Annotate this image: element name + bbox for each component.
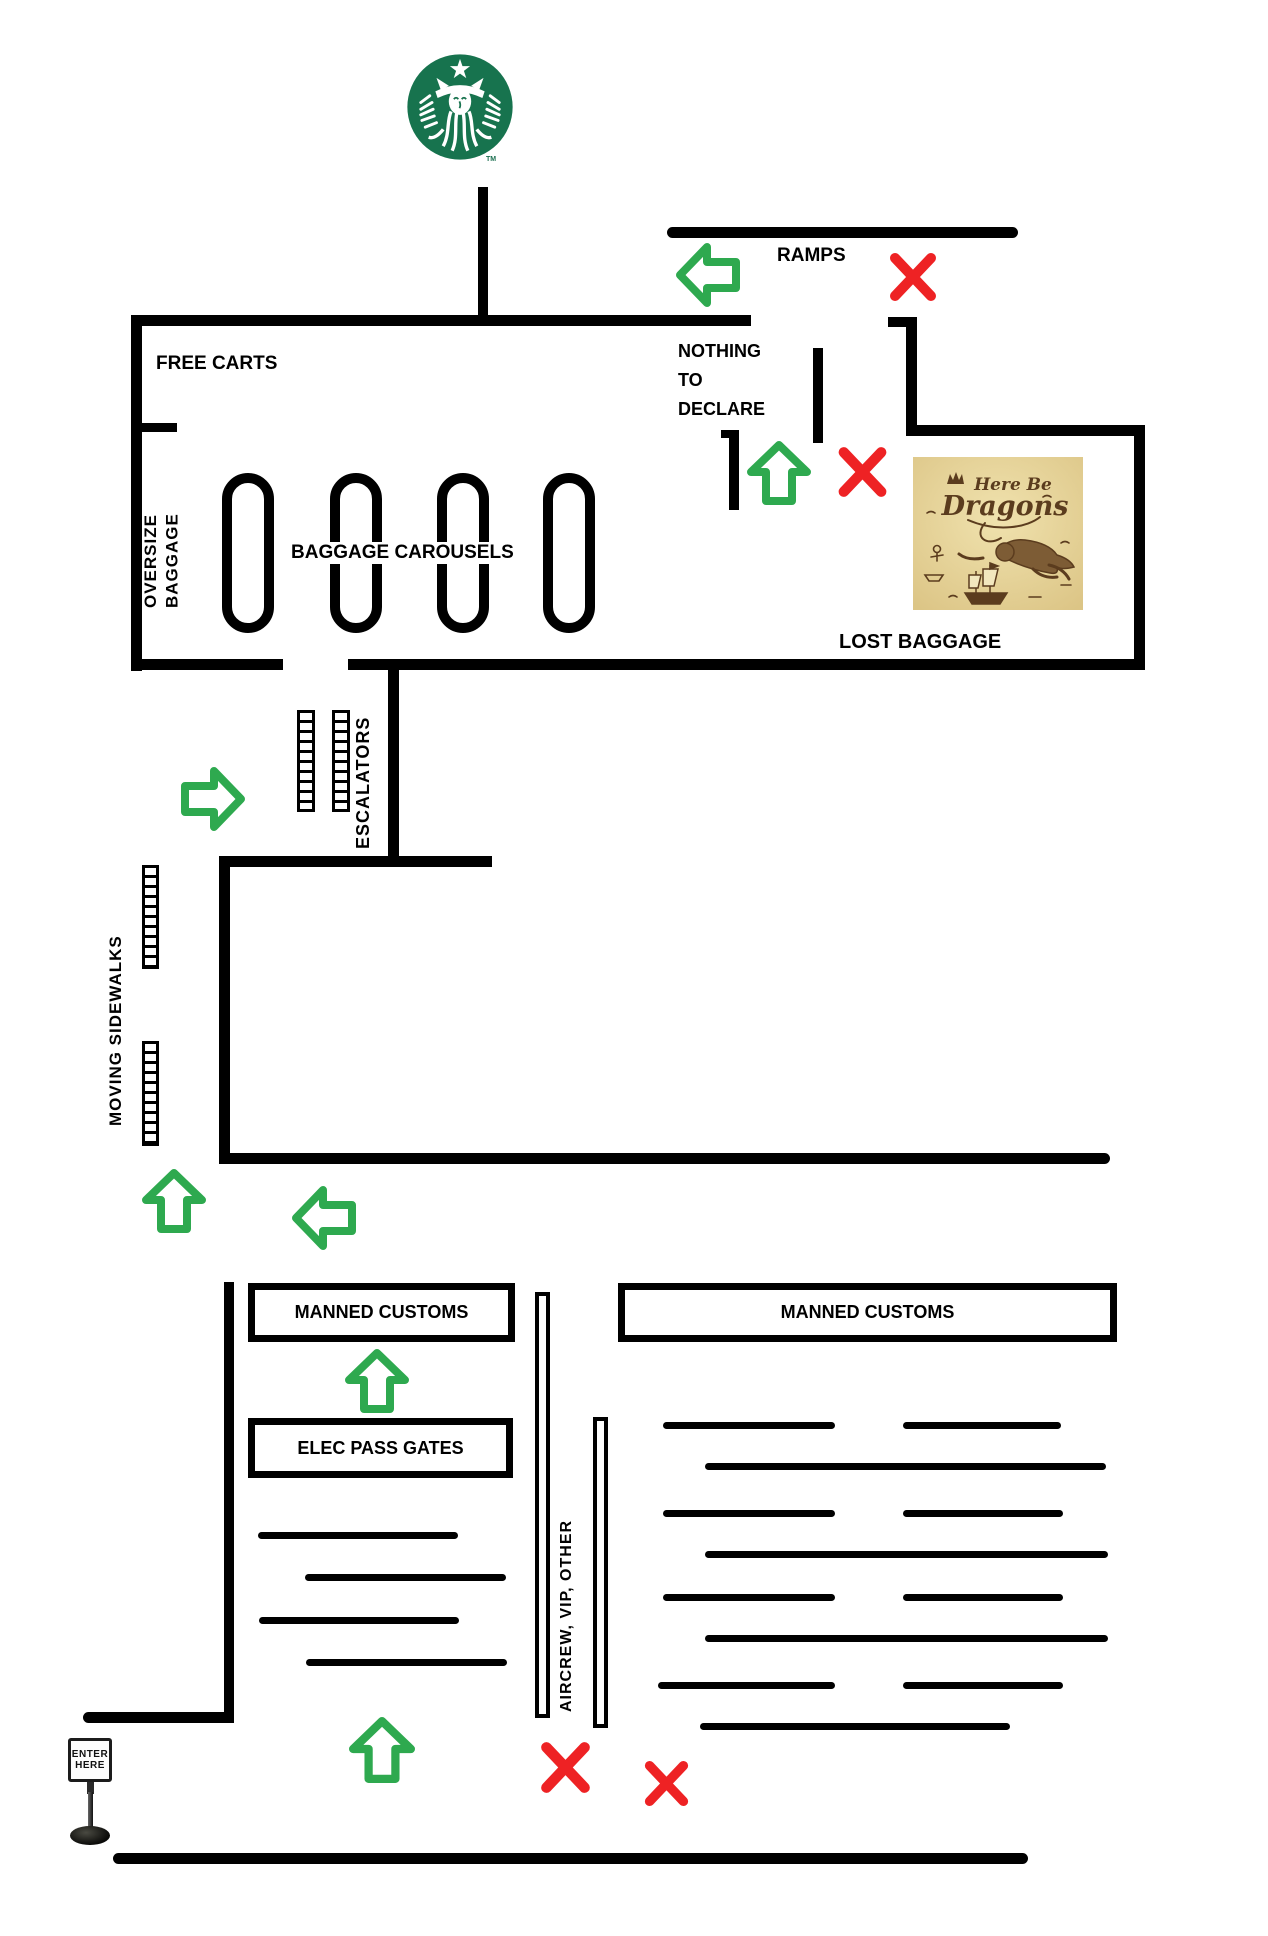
starbucks-stem-wall (478, 187, 488, 326)
oversize-divider-wall (131, 423, 177, 432)
nothing-to-declare-label: NOTHING TO DECLARE (678, 341, 766, 419)
moving-sidewalks-label: MOVING SIDEWALKS (106, 935, 125, 1126)
queue-line (259, 1617, 459, 1624)
arrow-up-icon (142, 1169, 206, 1233)
queue-line (903, 1422, 1061, 1429)
moving-sidewalk-symbol (142, 1041, 159, 1146)
queue-line (306, 1659, 507, 1666)
red-x-icon (836, 445, 889, 499)
ramps-label: RAMPS (777, 245, 846, 266)
manned-customs-right-label: MANNED CUSTOMS (780, 1302, 955, 1322)
arrow-right-icon (181, 767, 245, 831)
queue-line (903, 1594, 1063, 1601)
manned-customs-right-box: MANNED CUSTOMS (618, 1283, 1117, 1342)
arrow-up-icon (747, 441, 811, 505)
hall-northeast-wall (906, 425, 1145, 436)
here-be-dragons-image: Here Be Dragons (913, 457, 1083, 610)
queue-line (658, 1682, 835, 1689)
escalator-symbol (332, 710, 350, 812)
aircrew-vip-other-label: AIRCREW, VIP, OTHER (558, 1519, 575, 1712)
moving-sidewalk-symbol (142, 865, 159, 969)
trademark-label: TM (486, 156, 497, 163)
customs-left-wall (224, 1282, 234, 1723)
aircrew-lane-wall (535, 1292, 550, 1718)
sign-bracket (87, 1782, 94, 1794)
arrow-left-icon (292, 1186, 356, 1250)
enter-here-line1: ENTER (71, 1749, 109, 1760)
manned-customs-left-box: MANNED CUSTOMS (248, 1283, 515, 1342)
oversize-baggage-label: OVERSIZE BAGGAGE (141, 513, 182, 608)
queue-line (903, 1682, 1063, 1689)
queue-line (663, 1510, 835, 1517)
corridor-lower-wall (219, 1153, 1110, 1164)
corridor-upper-wall (219, 856, 492, 867)
free-carts-label: FREE CARTS (156, 353, 278, 374)
hall-bottom-wall-left (131, 659, 283, 670)
queue-line (705, 1463, 1106, 1470)
baggage-carousel (222, 473, 274, 633)
elec-pass-gates-label: ELEC PASS GATES (297, 1437, 464, 1458)
arrow-left-icon (676, 243, 740, 307)
baggage-carousel (543, 473, 595, 633)
queue-line (305, 1574, 506, 1581)
lost-baggage-label: LOST BAGGAGE (839, 631, 1002, 653)
hall-northeast-cap (888, 317, 917, 327)
escalator-right-wall (388, 659, 399, 862)
hall-top-wall (131, 315, 751, 326)
declare-right-stub-wall (813, 348, 823, 443)
hall-left-wall (131, 315, 142, 671)
queue-line (663, 1422, 835, 1429)
declare-left-stub-cap (721, 430, 739, 438)
poster-title-line1: Here Be (973, 475, 1052, 495)
terminal-bottom-wall (113, 1853, 1028, 1864)
arrow-up-icon (349, 1717, 415, 1783)
queue-line (903, 1510, 1063, 1517)
enter-here-sign: ENTER HERE (62, 1736, 118, 1848)
corridor-left-wall (219, 856, 230, 1164)
escalator-symbol (297, 710, 315, 812)
arrow-up-icon (345, 1349, 409, 1413)
queue-line (700, 1723, 1010, 1730)
red-x-icon (643, 1758, 690, 1809)
baggage-carousels-label: BAGGAGE CAROUSELS (288, 542, 517, 564)
manned-customs-left-label: MANNED CUSTOMS (294, 1302, 469, 1322)
hall-right-wall (1134, 425, 1145, 670)
hall-northeast-vertical-wall (906, 317, 917, 436)
aircrew-lane-wall (593, 1417, 608, 1728)
enter-here-sign-face: ENTER HERE (68, 1738, 112, 1782)
declare-left-stub-wall (729, 430, 739, 510)
elec-pass-gates-box: ELEC PASS GATES (248, 1418, 513, 1478)
queue-line (663, 1594, 835, 1601)
queue-line (705, 1551, 1108, 1558)
queue-line (705, 1635, 1108, 1642)
enter-here-line2: HERE (75, 1760, 105, 1771)
hall-bottom-wall-right (348, 659, 1145, 670)
ramps-wall (667, 227, 1018, 238)
starbucks-logo-icon (407, 54, 513, 160)
customs-entry-wall (83, 1712, 234, 1723)
red-x-icon (886, 251, 940, 303)
sign-base (70, 1826, 110, 1845)
red-x-icon (539, 1740, 592, 1795)
sign-pole (88, 1792, 93, 1832)
escalators-label: ESCALATORS (353, 716, 373, 849)
queue-line (258, 1532, 458, 1539)
